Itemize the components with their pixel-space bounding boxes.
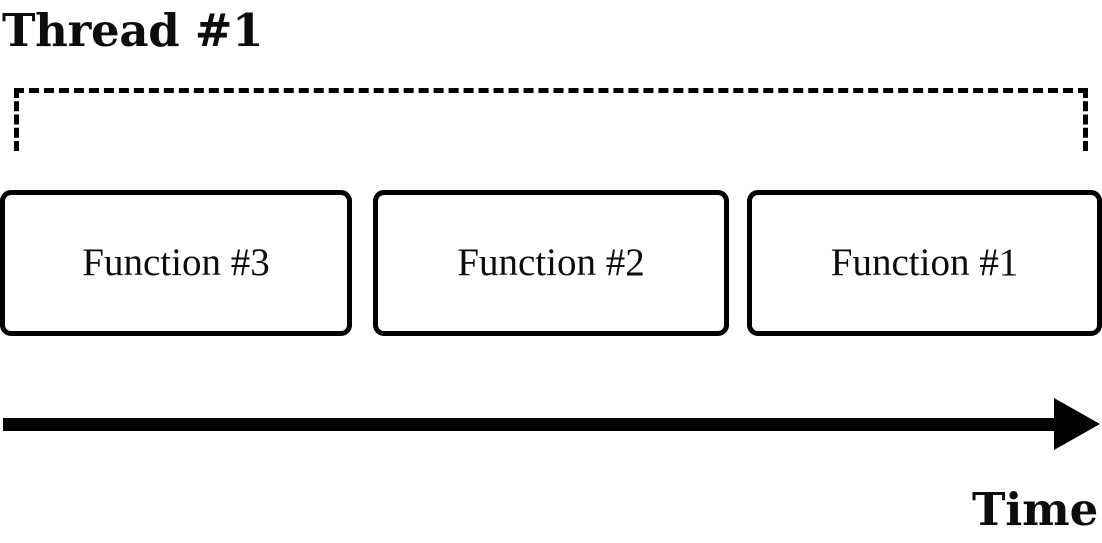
- function-box-3[interactable]: Function #3: [0, 190, 352, 336]
- time-axis-label: Time: [971, 483, 1098, 536]
- function-box-2[interactable]: Function #2: [373, 190, 729, 336]
- function-box-label: Function #1: [830, 241, 1019, 284]
- thread-lifetime-bracket: [14, 88, 1088, 151]
- function-box-1[interactable]: Function #1: [747, 190, 1102, 336]
- function-box-row: Function #3 Function #2 Function #1: [0, 190, 1102, 338]
- time-axis-line: [3, 418, 1058, 431]
- function-box-label: Function #3: [82, 241, 270, 284]
- thread-title: Thread #1: [2, 4, 264, 57]
- arrow-right-icon: [1054, 398, 1100, 450]
- function-box-label: Function #2: [457, 241, 645, 284]
- time-axis-arrow: [0, 390, 1102, 456]
